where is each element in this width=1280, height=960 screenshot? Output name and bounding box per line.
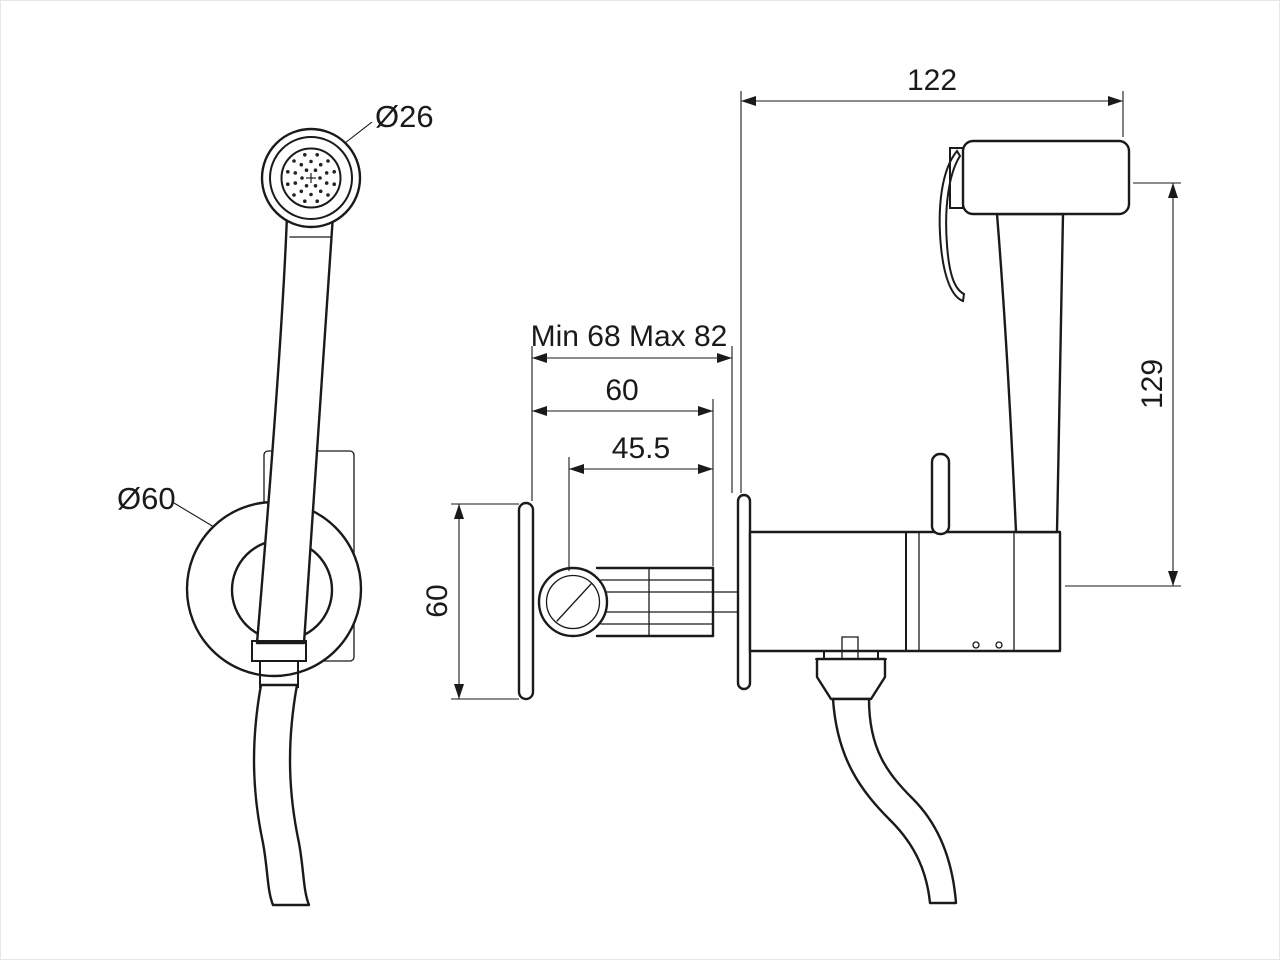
section-flange-plate [517, 501, 535, 701]
spray-face [280, 147, 342, 209]
spray-head-bezel [269, 136, 353, 220]
hose-nut-side [815, 657, 887, 701]
valve-slash-line [556, 583, 592, 622]
spray-face-side [949, 147, 964, 209]
label-body-width: 60 [605, 374, 638, 407]
handle-side [995, 212, 1065, 534]
screw-dot [972, 641, 980, 649]
dimensions: Ø26 Ø60 Min 68 Max 82 60 45.5 60 122 129 [117, 64, 1181, 700]
label-overall-width: 122 [907, 64, 957, 97]
spray-head-side [961, 139, 1131, 216]
hose-side [831, 697, 958, 905]
label-inner-width: 45.5 [612, 432, 670, 465]
valve-section-inner [545, 574, 601, 630]
section-view [517, 501, 739, 701]
side-view [736, 139, 1131, 905]
label-depth-range: Min 68 Max 82 [531, 320, 728, 353]
handle-front [255, 213, 335, 645]
label-overall-height: 129 [1136, 359, 1169, 409]
screw-dot [995, 641, 1003, 649]
hose-front [252, 683, 311, 907]
label-plate-height: 60 [421, 584, 454, 617]
label-head-diameter: Ø26 [375, 99, 434, 134]
leader-holder-diameter [173, 502, 215, 528]
leader-head-diameter [344, 121, 373, 144]
spray-holes [286, 153, 337, 203]
label-holder-diameter: Ø60 [117, 481, 176, 516]
valve-section-outer [537, 566, 609, 638]
front-view [185, 127, 363, 907]
control-lever [930, 452, 951, 536]
holder-clip [938, 149, 966, 303]
wall-flange [736, 493, 752, 691]
